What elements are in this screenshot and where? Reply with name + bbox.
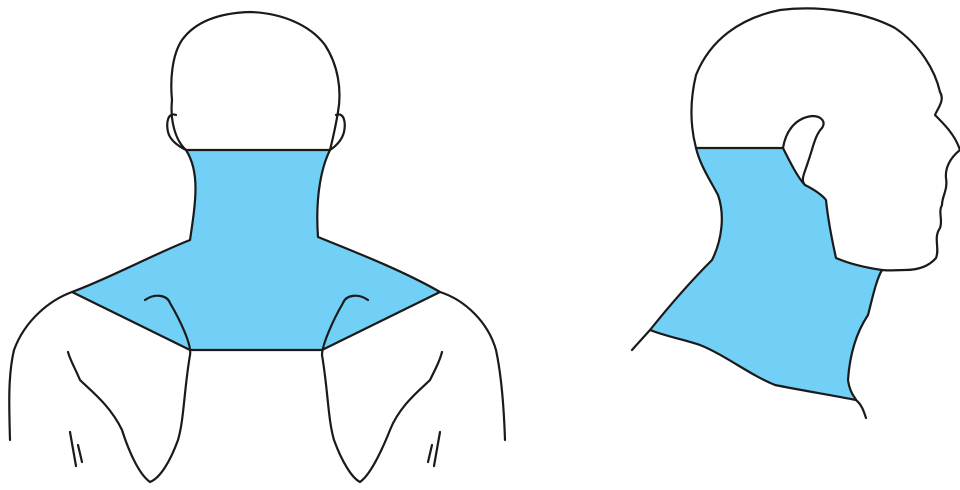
back-left-ear <box>167 114 186 150</box>
back-view-figure <box>0 0 520 490</box>
back-right-fold-mark <box>428 432 440 466</box>
side-chest-line <box>856 400 866 418</box>
side-shoulder-line <box>632 330 650 350</box>
side-view-figure <box>600 0 960 490</box>
back-left-shoulder-outline <box>9 292 72 440</box>
back-head-outline <box>171 12 339 150</box>
back-right-shoulder-outline <box>440 292 505 440</box>
back-neck-highlight <box>72 150 440 350</box>
back-left-fold-mark <box>70 432 82 466</box>
side-neck-highlight <box>650 148 882 400</box>
